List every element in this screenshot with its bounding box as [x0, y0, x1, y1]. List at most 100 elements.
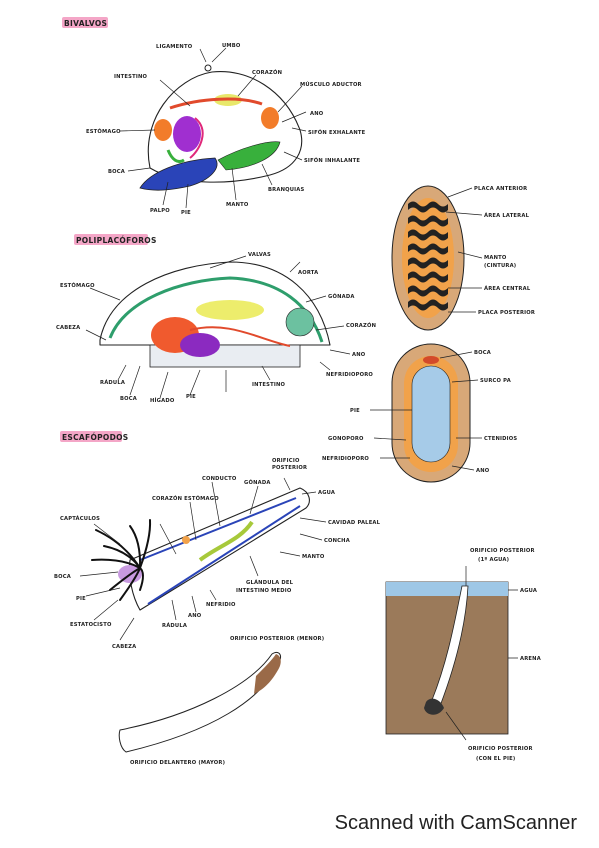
label-area-central: ÁREA CENTRAL — [484, 285, 531, 292]
label-intestino-medio: INTESTINO MEDIO — [236, 588, 292, 594]
escafopodos-highlight — [60, 431, 122, 442]
tusk-shell-drawing: ORIFICIO POSTERIOR (MENOR) ORIFICIO DELA… — [118, 636, 324, 766]
label-agua: AGUA — [520, 588, 537, 594]
label-nefridio: NEFRIDIO — [206, 602, 236, 608]
label-agua: AGUA — [318, 490, 335, 496]
label-nefridioporo: NEFRIDIOPORO — [326, 372, 373, 378]
quiton-plate-bands — [408, 201, 448, 311]
label-cabeza: CABEZA — [56, 325, 80, 331]
label-nefridioporo: NEFRIDIOPORO — [322, 456, 369, 462]
tusk-tip-shading — [254, 654, 281, 694]
captaculum — [103, 545, 141, 569]
poliplacoforo-section: POLIPLACÓFOROS VALVAS AORTA GÓNADA CORAZ… — [56, 234, 376, 404]
label-orificio-posterior-top: ORIFICIO POSTERIOR — [470, 548, 535, 554]
bivalvo-stomach — [154, 119, 172, 141]
buried-foot — [424, 698, 444, 715]
escafopodo-mantle-bottom — [147, 505, 301, 605]
label-musculo-aductor: MÚSCULO ADUCTOR — [300, 81, 362, 88]
escafopodo-heart — [182, 536, 190, 544]
label-ano: ANO — [352, 352, 366, 358]
poliplacoforos-highlight — [74, 234, 148, 245]
label-higado: HÍGADO — [150, 396, 175, 404]
plate-band — [408, 201, 448, 213]
water-layer — [386, 582, 508, 596]
footer-text: Scanned with CamScanner — [334, 812, 577, 834]
label-placa-posterior: PLACA POSTERIOR — [478, 310, 535, 316]
quiton-stomach — [196, 300, 264, 320]
label-pie: PIE — [181, 210, 191, 216]
label-posterior: POSTERIOR — [272, 465, 307, 471]
label-glandula: GLÁNDULA DEL — [246, 579, 294, 586]
label-manto: MANTO — [302, 554, 325, 560]
label-umbo: UMBO — [222, 43, 241, 49]
tusk-shell — [118, 651, 281, 753]
bivalvo-gland — [173, 116, 201, 152]
label-orificio: ORIFICIO — [272, 458, 300, 464]
poliplacoforos-title: POLIPLACÓFOROS — [76, 236, 157, 245]
plate-band — [408, 215, 448, 227]
label-concha: CONCHA — [324, 538, 350, 544]
plate-band — [408, 299, 448, 311]
burrow-drawing: ORIFICIO POSTERIOR (1º AGUA) AGUA ARENA … — [385, 548, 541, 762]
bivalvo-umbo — [204, 64, 212, 72]
label-intestino: INTESTINO — [114, 74, 148, 80]
captaculum — [109, 567, 141, 591]
plate-band — [408, 271, 448, 283]
label-palpo: PALPO — [150, 208, 170, 214]
plate-band — [408, 243, 448, 255]
label-boca: BOCA — [54, 574, 71, 580]
captaculum — [119, 567, 141, 601]
label-radula: RÁDULA — [100, 379, 125, 386]
quiton-plates — [402, 198, 454, 318]
label-branquias: BRANQUIAS — [268, 187, 304, 193]
label-cabeza: CABEZA — [112, 644, 136, 650]
bivalvo-intestine — [169, 97, 263, 110]
label-estatocisto: ESTATOCISTO — [70, 622, 112, 628]
label-estomago: ESTÓMAGO — [60, 282, 95, 289]
escafopodos-title: ESCAFÓPODOS — [62, 433, 129, 442]
label-cavidad-paleal: CAVIDAD PALEAL — [328, 520, 381, 526]
label-ligamento: LIGAMENTO — [156, 44, 193, 50]
quiton-intestine — [189, 326, 291, 347]
label-gonoporo: GONOPORO — [328, 436, 364, 442]
quiton-top-view: PLACA ANTERIOR ÁREA LATERAL MANTO (CINTU… — [391, 185, 535, 331]
quiton-gonad — [285, 307, 315, 337]
escafopodo-captacula — [91, 519, 152, 601]
bivalvos-title: BIVALVOS — [64, 19, 107, 28]
label-con-el-pie: (CON EL PIE) — [476, 756, 515, 762]
label-ano: ANO — [310, 111, 324, 117]
label-arena: ARENA — [520, 656, 541, 662]
label-orificio-posterior-bottom: ORIFICIO POSTERIOR — [468, 746, 533, 752]
label-radula: RÁDULA — [162, 622, 187, 629]
captaculum — [129, 525, 142, 569]
quiton-gut — [180, 333, 220, 357]
captaculum — [139, 519, 152, 569]
captaculum — [139, 567, 144, 591]
plate-band — [408, 229, 448, 241]
label-sifon-inhalante: SIFÓN INHALANTE — [304, 157, 360, 164]
bivalvo-section: BIVALVOS LIGAMENTO UMBO INTESTINO CORAZÓ… — [62, 17, 366, 216]
label-primer-agua: (1º AGUA) — [478, 557, 509, 563]
bivalvo-loop — [189, 117, 204, 159]
bivalvos-highlight — [62, 17, 108, 28]
captaculum — [91, 558, 141, 569]
label-corazon: CORAZÓN — [252, 69, 282, 76]
label-conducto: CONDUCTO — [202, 476, 237, 482]
label-pie: PIE — [186, 394, 196, 400]
label-valvas: VALVAS — [248, 252, 271, 258]
label-orificio-delantero-mayor: ORIFICIO DELANTERO (MAYOR) — [130, 760, 225, 766]
label-gonada: GÓNADA — [244, 479, 271, 486]
label-manto: MANTO — [226, 202, 249, 208]
label-sifon-exhalante: SIFÓN EXHALANTE — [308, 129, 366, 136]
label-orificio-posterior-menor: ORIFICIO POSTERIOR (MENOR) — [230, 636, 324, 642]
escafopodo-gland — [198, 520, 254, 562]
label-captaculos: CAPTÁCULOS — [60, 515, 100, 522]
bivalvo-adductor — [261, 107, 279, 129]
label-pie: PIE — [76, 596, 86, 602]
label-ano: ANO — [476, 468, 490, 474]
label-pie: PIE — [350, 408, 360, 414]
bivalvo-palp — [166, 149, 185, 164]
label-ano: ANO — [188, 613, 202, 619]
quiton-ventral-foot — [411, 365, 451, 463]
